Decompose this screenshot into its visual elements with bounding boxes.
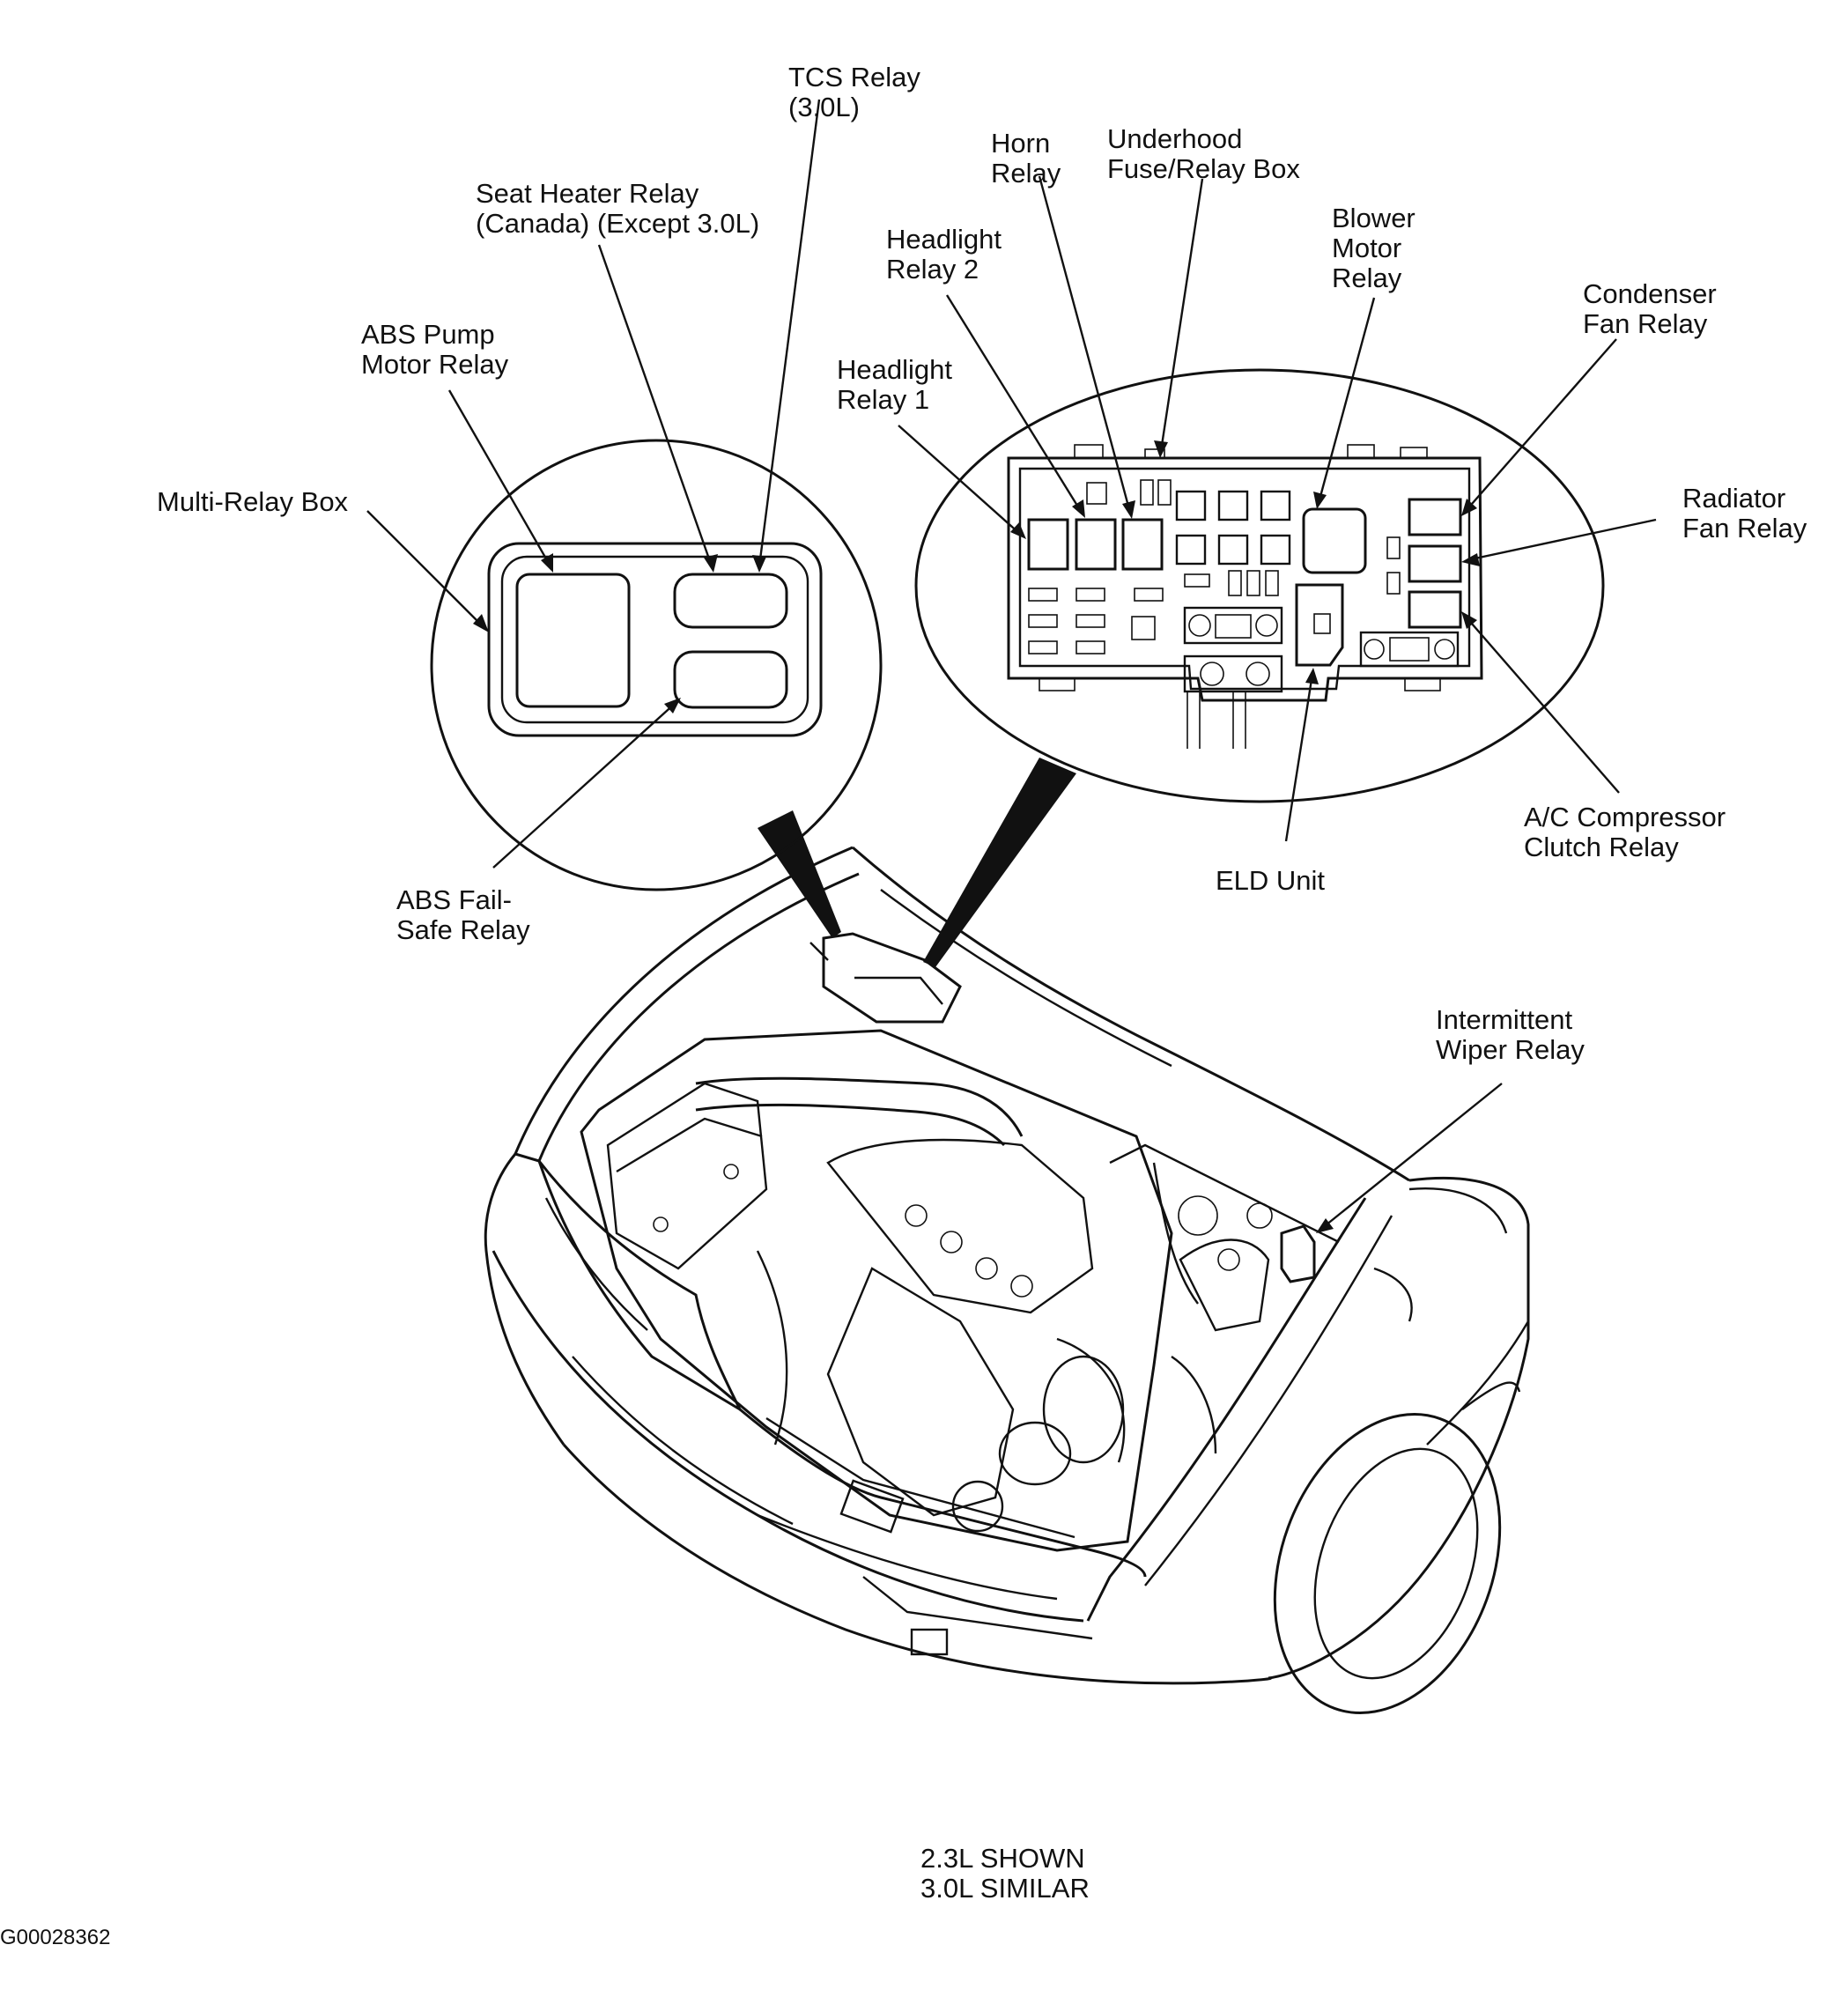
intermittent-wiper-relay-label: Intermittent Wiper Relay (1436, 1004, 1585, 1065)
multi-relay-callout-wedge (758, 810, 841, 938)
blower-motor-relay-label: Blower Motor Relay (1332, 203, 1423, 293)
underhood-fuse-relay-box-detail (914, 368, 1605, 803)
tcs-relay-label: TCS Relay (3.0L) (788, 62, 928, 122)
abs-pump-motor-relay-label: ABS Pump Motor Relay (361, 319, 509, 380)
figure-id: G00028362 (0, 1926, 110, 1949)
multi-relay-box-detail (430, 439, 883, 891)
abs-pump-motor-relay-slot (515, 573, 631, 708)
radiator-fan-relay-label: Radiator Fan Relay (1682, 483, 1807, 544)
condenser-fan-relay-slot (1408, 498, 1462, 536)
leader-lines (366, 99, 1657, 1233)
car-front-illustration (484, 846, 1530, 1714)
eld-unit-part (1295, 583, 1344, 667)
ac-compressor-clutch-relay-slot (1408, 590, 1462, 629)
seat-heater-relay-label: Seat Heater Relay (Canada) (Except 3.0L) (476, 178, 759, 239)
multi-relay-box-label: Multi-Relay Box (157, 486, 349, 517)
abs-fail-safe-relay-slot (673, 650, 788, 709)
tcs-relay-slot (673, 573, 788, 629)
blower-motor-relay-slot (1302, 507, 1367, 574)
headlight-relay-2-label: Headlight Relay 2 (886, 224, 1009, 285)
labels: TCS Relay (3.0L) Seat Heater Relay (Cana… (0, 62, 1807, 1949)
condenser-fan-relay-label: Condenser Fan Relay (1583, 278, 1724, 339)
underhood-fuse-relay-box-label: Underhood Fuse/Relay Box (1107, 123, 1300, 184)
headlight-relay-1-slot (1027, 518, 1069, 571)
underhood-callout-wedge (923, 758, 1076, 967)
radiator-fan-relay-slot (1408, 544, 1462, 583)
horn-relay-slot (1121, 518, 1164, 571)
abs-fail-safe-relay-label: ABS Fail- Safe Relay (396, 884, 530, 945)
intermittent-wiper-relay-part (1280, 1224, 1316, 1283)
headlight-relay-2-slot (1075, 518, 1117, 571)
eld-unit-label: ELD Unit (1216, 865, 1325, 896)
headlight-relay-1-label: Headlight Relay 1 (837, 354, 960, 415)
ac-compressor-clutch-relay-label: A/C Compressor Clutch Relay (1524, 802, 1733, 862)
figure-caption: 2.3L SHOWN 3.0L SIMILAR (920, 1843, 1092, 1904)
horn-relay-label: Horn Relay (991, 128, 1061, 189)
